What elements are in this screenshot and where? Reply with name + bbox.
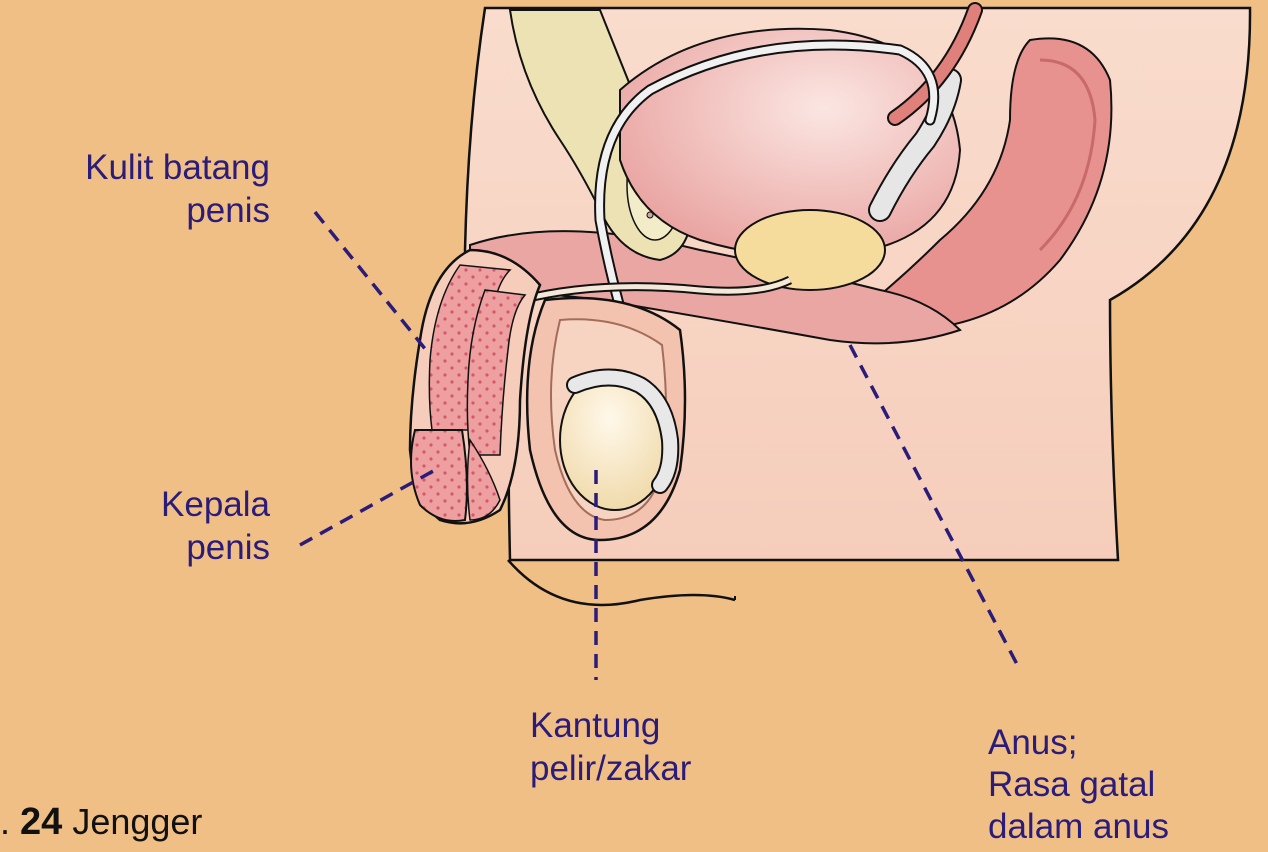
label-shaft-skin-line-1: Kulit batang	[20, 146, 270, 189]
label-anus-line-2: Rasa gatal	[988, 764, 1258, 806]
leader-line-shaft-skin	[315, 212, 430, 355]
label-scrotum-line-2: pelir/zakar	[530, 747, 790, 790]
label-glans-line-1: Kepala	[60, 483, 270, 526]
label-glans-line-2: penis	[60, 526, 270, 569]
label-shaft-skin: Kulit batang penis	[20, 146, 270, 232]
caption-number: 24	[20, 801, 62, 843]
caption-prefix: .	[0, 801, 10, 842]
caption-text: Jengger	[72, 801, 202, 842]
prostate	[735, 210, 885, 290]
testis	[560, 370, 670, 510]
label-scrotum-line-1: Kantung	[530, 704, 790, 747]
label-anus: Anus; Rasa gatal dalam anus	[988, 722, 1258, 848]
figure-caption: . 24 Jengger	[0, 800, 202, 844]
label-shaft-skin-line-2: penis	[20, 189, 270, 232]
label-anus-line-3: dalam anus	[988, 806, 1258, 848]
label-glans: Kepala penis	[60, 483, 270, 569]
label-anus-line-1: Anus;	[988, 722, 1258, 764]
label-scrotum: Kantung pelir/zakar	[530, 704, 790, 790]
